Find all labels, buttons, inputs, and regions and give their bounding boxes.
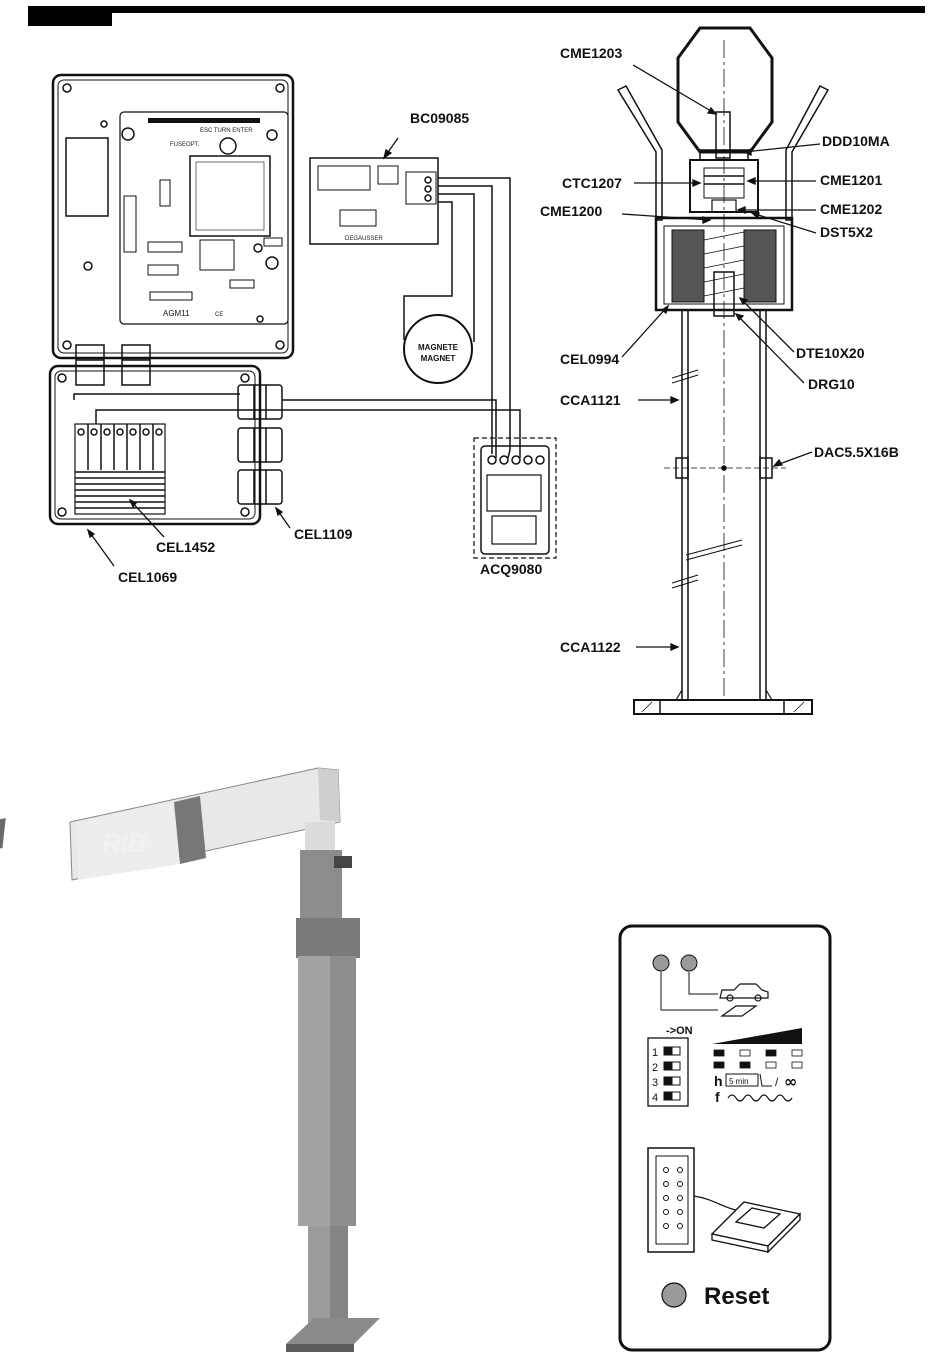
magnet-label-it: MAGNETE — [418, 343, 459, 352]
esc-turn-enter-label: ESC TURN ENTER — [200, 128, 253, 134]
led-2-icon — [681, 955, 697, 971]
label-ctc1207: CTC1207 — [562, 175, 622, 191]
board-model-label: AGM11 — [163, 309, 190, 318]
terminal-block-cel1452 — [75, 424, 165, 514]
dip-number-1: 1 — [652, 1047, 658, 1059]
reset-button[interactable] — [662, 1283, 686, 1307]
magnet-label-en: MAGNET — [421, 354, 456, 363]
board-ce-mark: CE — [215, 312, 223, 318]
infinity-label: ∞ — [784, 1072, 797, 1091]
fuse-label: FUSE — [170, 142, 186, 148]
label-drg10: DRG10 — [808, 376, 855, 392]
label-dst5x2: DST5X2 — [820, 224, 873, 240]
label-cme1201: CME1201 — [820, 172, 882, 188]
control-box: FUSE OPT. ESC TURN ENTER AGM11 CE — [53, 75, 293, 385]
dip-number-3: 3 — [652, 1077, 658, 1089]
support-section-drawing — [618, 28, 828, 714]
label-cel1109: CEL1109 — [294, 526, 353, 542]
label-cme1200: CME1200 — [540, 203, 602, 219]
circuit-board-agm11: FUSE OPT. ESC TURN ENTER AGM11 CE — [120, 112, 288, 324]
detector-acq9080 — [474, 438, 556, 558]
dip-on-label: ->ON — [666, 1025, 693, 1037]
label-dte10x20: DTE10X20 — [796, 345, 865, 361]
dip-number-4: 4 — [652, 1092, 658, 1104]
led-1-icon — [653, 955, 669, 971]
label-cca1121: CCA1121 — [560, 392, 621, 408]
degausser-label: DEGAUSSER — [345, 236, 383, 242]
label-cca1122: CCA1122 — [560, 639, 621, 655]
brand-logo-rib: RIB — [102, 828, 147, 858]
label-cel1069: CEL1069 — [118, 569, 177, 585]
opt-label: OPT. — [186, 142, 200, 148]
five-min-label: 5 min — [729, 1077, 749, 1086]
label-dac55x16b: DAC5.5X16B — [814, 444, 899, 460]
hold-time-label: h — [714, 1073, 723, 1089]
label-cme1202: CME1202 — [820, 201, 882, 217]
label-cel0994: CEL0994 — [560, 351, 619, 367]
header-rule — [28, 6, 925, 26]
barrier-post-photo: RIB — [0, 768, 380, 1352]
degausser-bc09085: DEGAUSSER — [310, 158, 438, 244]
frequency-label: f — [715, 1089, 720, 1105]
wiring-leader-arrows — [88, 138, 398, 566]
reset-label: Reset — [704, 1283, 769, 1310]
dip-switch-3[interactable] — [664, 1077, 672, 1085]
dip-switch-1[interactable] — [664, 1047, 672, 1055]
label-cme1203: CME1203 — [560, 45, 622, 61]
dip-number-2: 2 — [652, 1062, 658, 1074]
detector-front-panel: ->ON 1 2 3 4 h 5 min / ∞ f — [620, 926, 830, 1350]
label-acq9080: ACQ9080 — [480, 561, 542, 577]
dip-switch-2[interactable] — [664, 1062, 672, 1070]
dip-switch-4[interactable] — [664, 1092, 672, 1100]
wiring-diagram: FUSE OPT. ESC TURN ENTER AGM11 CE — [50, 75, 556, 566]
label-ddd10ma: DDD10MA — [822, 133, 890, 149]
label-bc09085: BC09085 — [410, 110, 469, 126]
junction-box-cel1069 — [50, 366, 282, 524]
label-cel1452: CEL1452 — [156, 539, 215, 555]
